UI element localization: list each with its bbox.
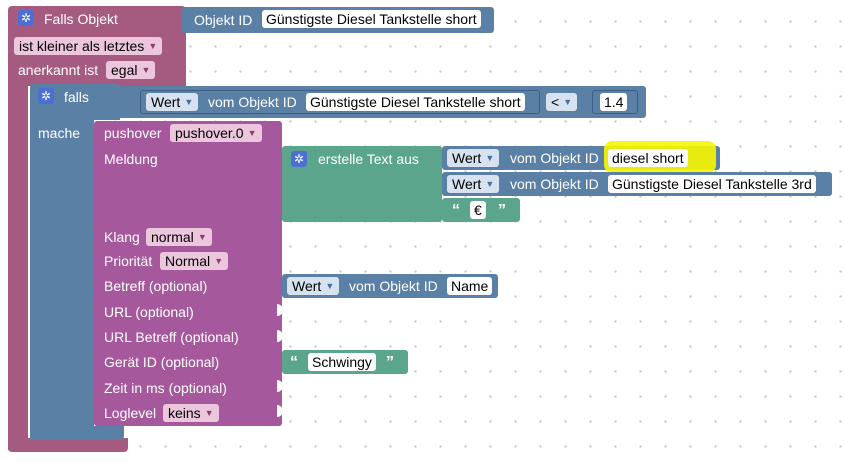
vom-objekt-label: vom Objekt ID xyxy=(510,150,599,166)
input-connector xyxy=(277,380,283,392)
input-connector xyxy=(277,405,283,417)
falls-objekt-block-bottom xyxy=(8,438,128,452)
operator-dropdown[interactable]: <▼ xyxy=(546,93,578,111)
vom-objekt-label: vom Objekt ID xyxy=(349,278,438,294)
pushover-instance-dropdown[interactable]: pushover.0▼ xyxy=(170,124,262,142)
vom-objekt-label: vom Objekt ID xyxy=(208,94,297,110)
objekt-id-field[interactable]: Günstigste Diesel Tankstelle short xyxy=(262,10,481,28)
mache-label: mache xyxy=(38,125,81,141)
input-connector xyxy=(277,304,283,316)
pushover-block[interactable] xyxy=(94,121,282,426)
chevron-down-icon: ▼ xyxy=(247,128,257,138)
falls-objekt-title: Falls Objekt xyxy=(44,11,118,27)
geraet-label: Gerät ID (optional) xyxy=(104,354,220,370)
chevron-down-icon: ▼ xyxy=(141,65,151,75)
anerkannt-label: anerkannt ist xyxy=(18,62,99,78)
gear-icon[interactable]: ✲ xyxy=(18,10,34,26)
falls-objekt-block-left-rail xyxy=(8,80,28,450)
betreff-label: Betreff (optional) xyxy=(104,278,208,294)
wert-dropdown[interactable]: Wert▼ xyxy=(447,149,500,167)
chevron-down-icon: ▼ xyxy=(148,41,158,51)
chevron-down-icon: ▼ xyxy=(485,179,495,189)
vom-objekt-label: vom Objekt ID xyxy=(510,176,599,192)
wert-dropdown[interactable]: Wert▼ xyxy=(447,175,500,193)
number-field[interactable]: 1.4 xyxy=(600,93,628,111)
klang-label: Klang xyxy=(104,229,140,245)
condition-dropdown[interactable]: ist kleiner als letztes▼ xyxy=(14,37,163,55)
loglevel-label: Loglevel xyxy=(104,405,157,421)
meldung-label: Meldung xyxy=(104,151,158,167)
objekt-id-label: Objekt ID xyxy=(194,12,253,28)
url-betreff-label: URL Betreff (optional) xyxy=(104,329,239,345)
objekt-id-field[interactable]: Günstigste Diesel Tankstelle 3rd xyxy=(608,175,816,193)
falls-title: falls xyxy=(64,89,89,105)
objekt-id-field[interactable]: Günstigste Diesel Tankstelle short xyxy=(306,93,525,111)
text-join-title: erstelle Text aus xyxy=(318,151,419,167)
open-quote: “ xyxy=(290,354,298,371)
loglevel-dropdown[interactable]: keins▼ xyxy=(163,404,219,422)
wert-dropdown[interactable]: Wert▼ xyxy=(287,277,340,295)
text-field[interactable]: € xyxy=(470,201,486,219)
close-quote: ” xyxy=(498,202,506,219)
gear-icon[interactable]: ✲ xyxy=(38,88,54,104)
open-quote: “ xyxy=(452,202,460,219)
text-field[interactable]: Schwingy xyxy=(308,353,376,371)
objekt-id-field[interactable]: diesel short xyxy=(608,149,688,167)
klang-dropdown[interactable]: normal▼ xyxy=(146,228,212,246)
falls-block-bottom xyxy=(30,426,124,440)
anerkannt-dropdown[interactable]: egal▼ xyxy=(106,61,156,79)
prioritaet-dropdown[interactable]: Normal▼ xyxy=(160,252,229,270)
falls-block-left-rail xyxy=(30,118,94,440)
chevron-down-icon: ▼ xyxy=(485,153,495,163)
chevron-down-icon: ▼ xyxy=(325,281,335,291)
chevron-down-icon: ▼ xyxy=(563,97,573,107)
zeit-label: Zeit in ms (optional) xyxy=(104,380,227,396)
close-quote: ” xyxy=(386,354,394,371)
prioritaet-label: Priorität xyxy=(104,253,153,269)
chevron-down-icon: ▼ xyxy=(204,408,214,418)
gear-icon[interactable]: ✲ xyxy=(291,151,307,167)
text-join-block[interactable] xyxy=(282,146,442,222)
chevron-down-icon: ▼ xyxy=(197,232,207,242)
input-connector xyxy=(277,330,283,342)
wert-dropdown[interactable]: Wert▼ xyxy=(146,93,199,111)
pushover-label: pushover xyxy=(104,125,162,141)
url-label: URL (optional) xyxy=(104,304,194,320)
chevron-down-icon: ▼ xyxy=(214,256,224,266)
chevron-down-icon: ▼ xyxy=(184,97,194,107)
objekt-id-field[interactable]: Name xyxy=(447,277,493,295)
